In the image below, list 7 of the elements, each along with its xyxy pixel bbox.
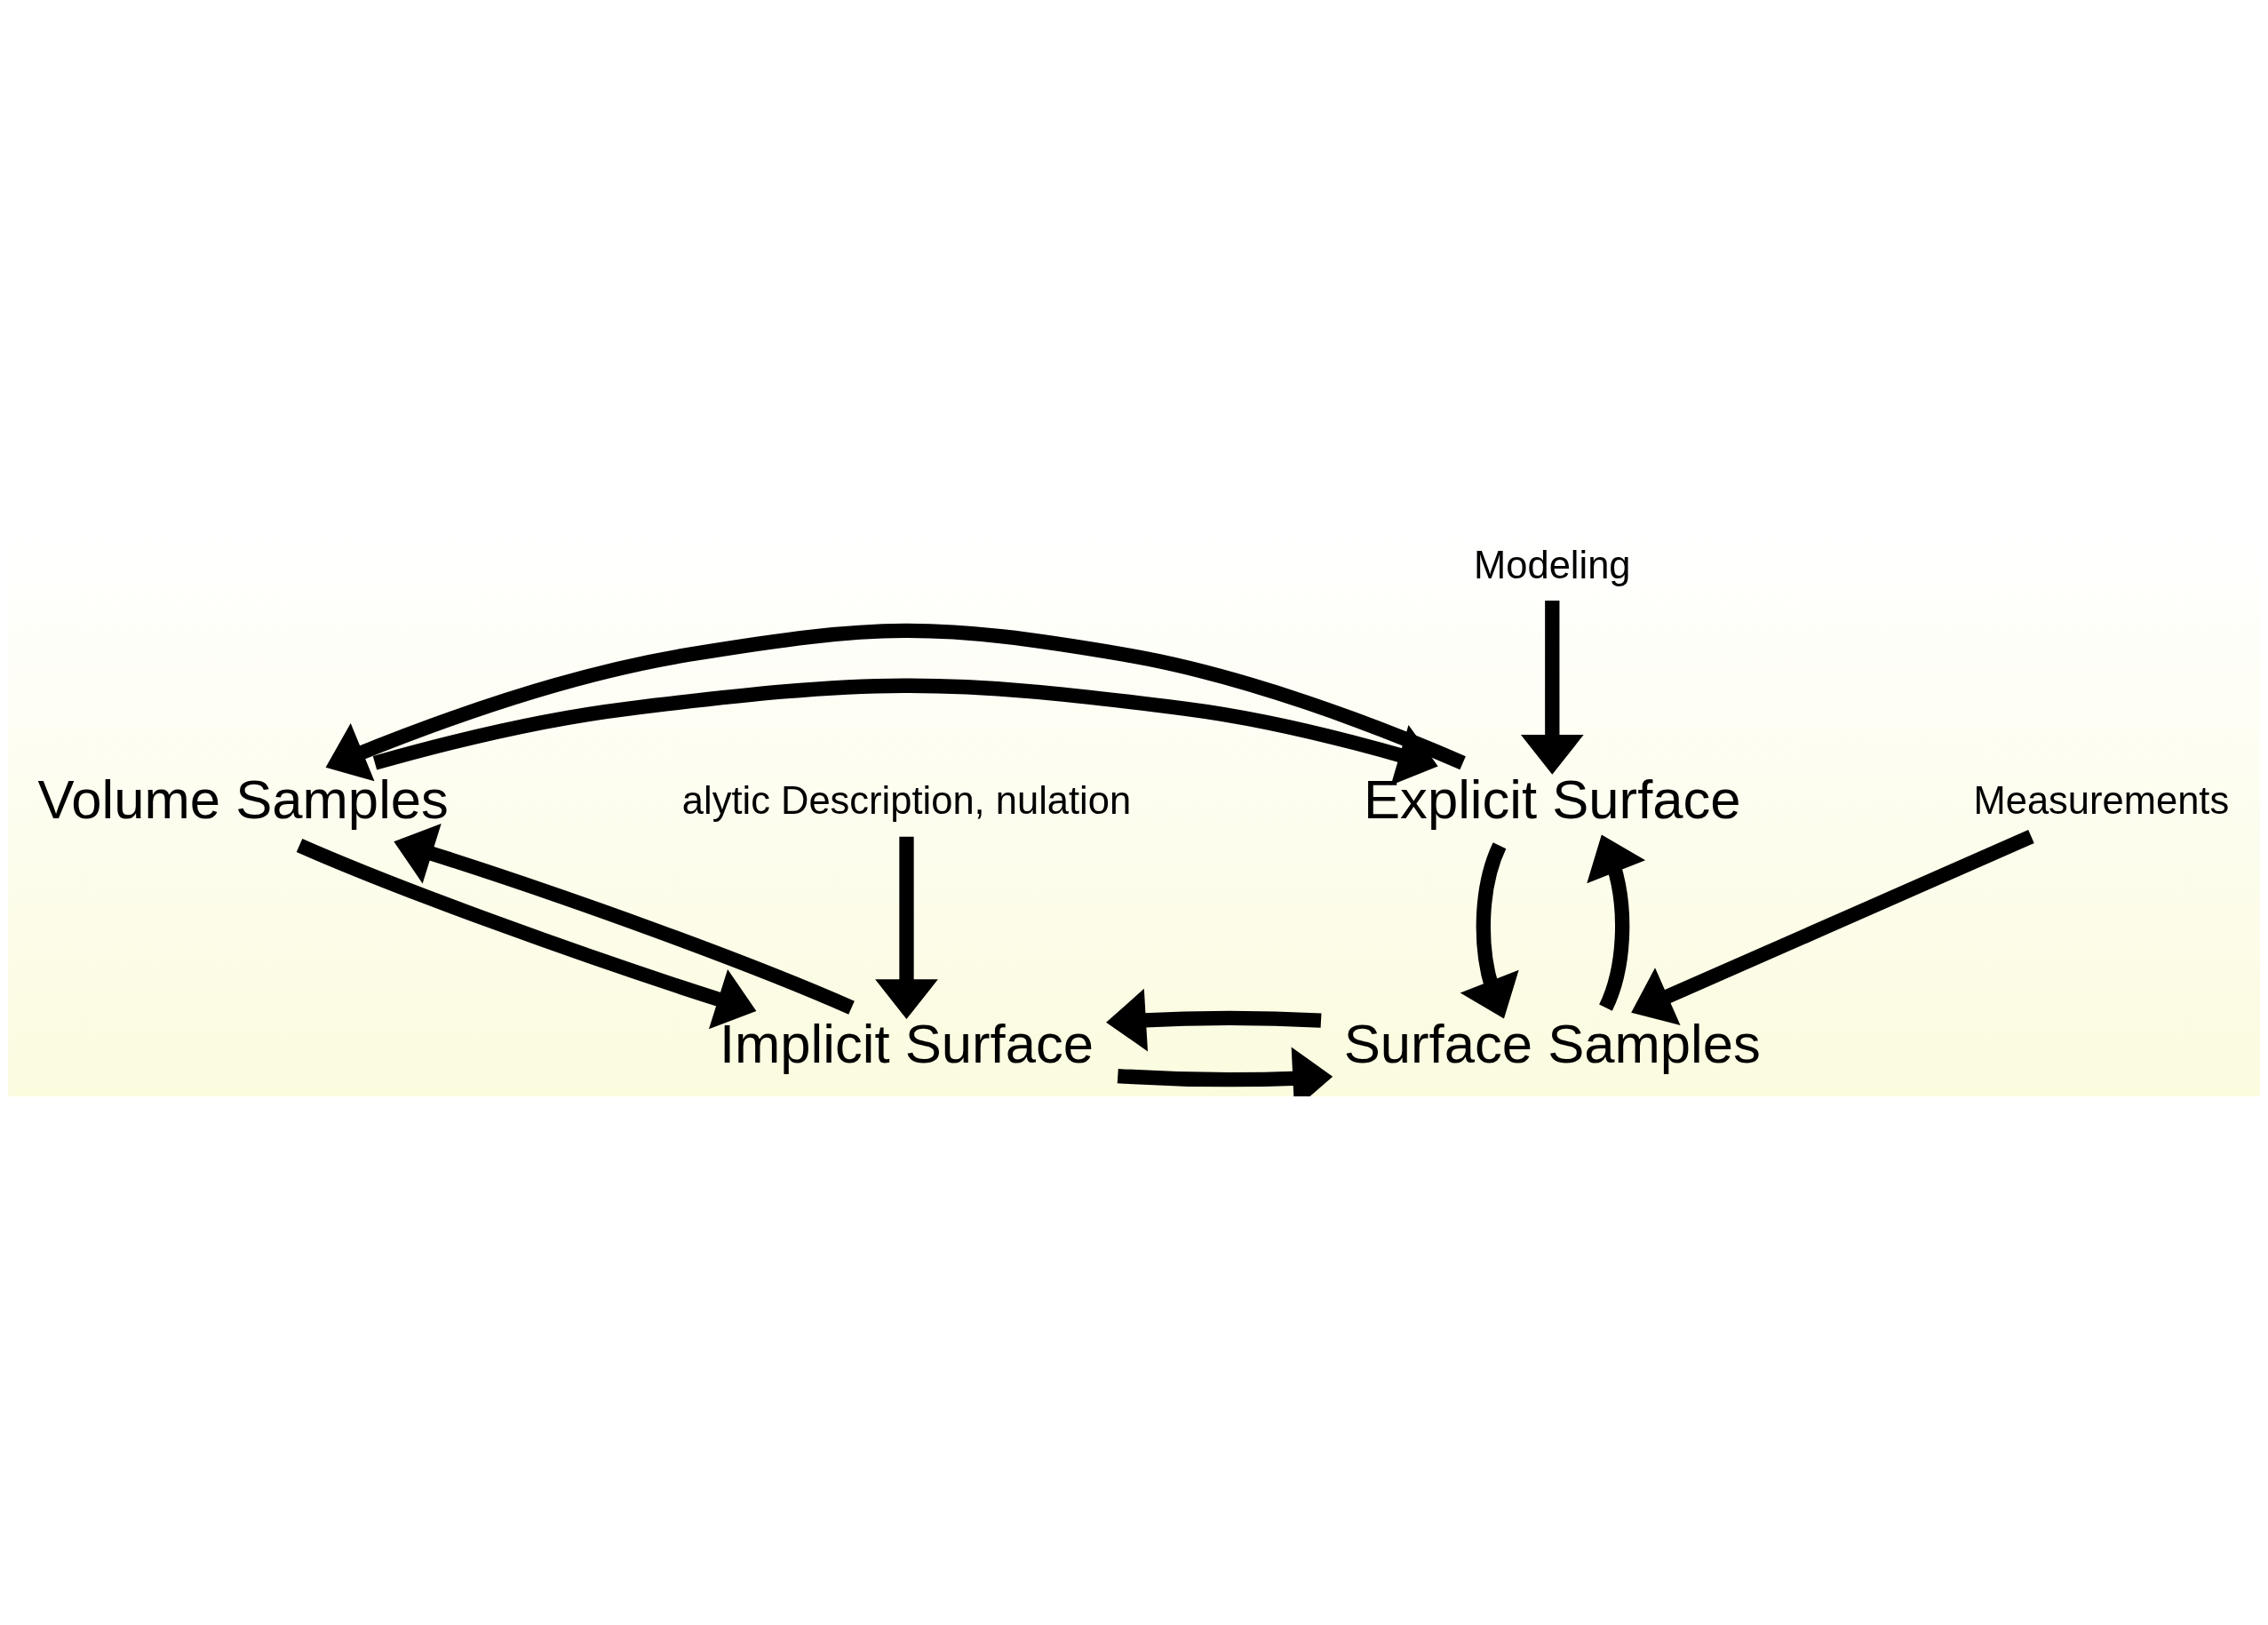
node-text: Volume Samples [37,768,449,830]
node-text: Measurements [1973,778,2230,822]
node-text: Implicit Surface [719,1012,1094,1074]
node-text: Modeling [1474,543,1631,586]
node-text: alytic Description, nulation [681,778,1132,822]
node-text: Surface Samples [1343,1012,1761,1074]
node-text: Explicit Surface [1364,768,1741,830]
